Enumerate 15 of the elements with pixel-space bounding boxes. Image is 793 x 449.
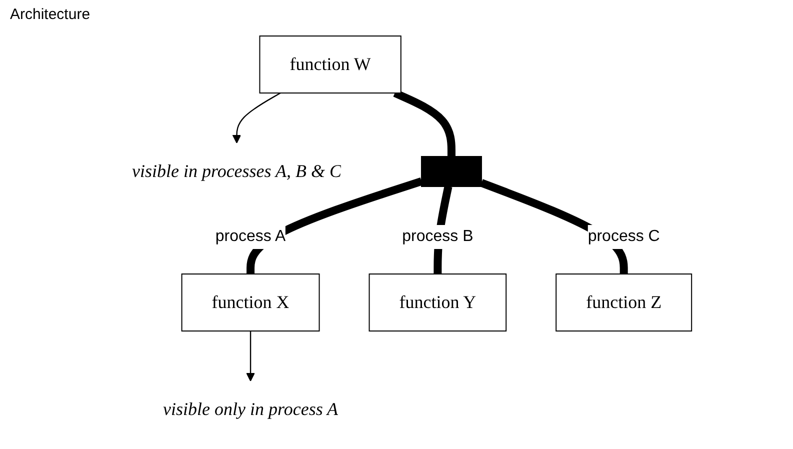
connector — [246, 177, 422, 274]
connector — [392, 89, 456, 156]
edge-label: process A — [215, 228, 286, 245]
edge-label: process C — [588, 228, 660, 245]
node-box: function X — [181, 274, 320, 332]
node-box: function W — [258, 36, 402, 94]
node-box: function Y — [368, 274, 506, 332]
node-text: visible only in process A — [162, 398, 338, 419]
arrow — [232, 92, 280, 144]
diagram-title: Architecture — [10, 6, 90, 23]
arrow — [246, 331, 255, 382]
node-box: function Z — [555, 274, 692, 332]
node-bar — [420, 156, 482, 187]
edge-label: process B — [402, 228, 473, 245]
node-text: visible in processes A, B & C — [132, 161, 342, 181]
